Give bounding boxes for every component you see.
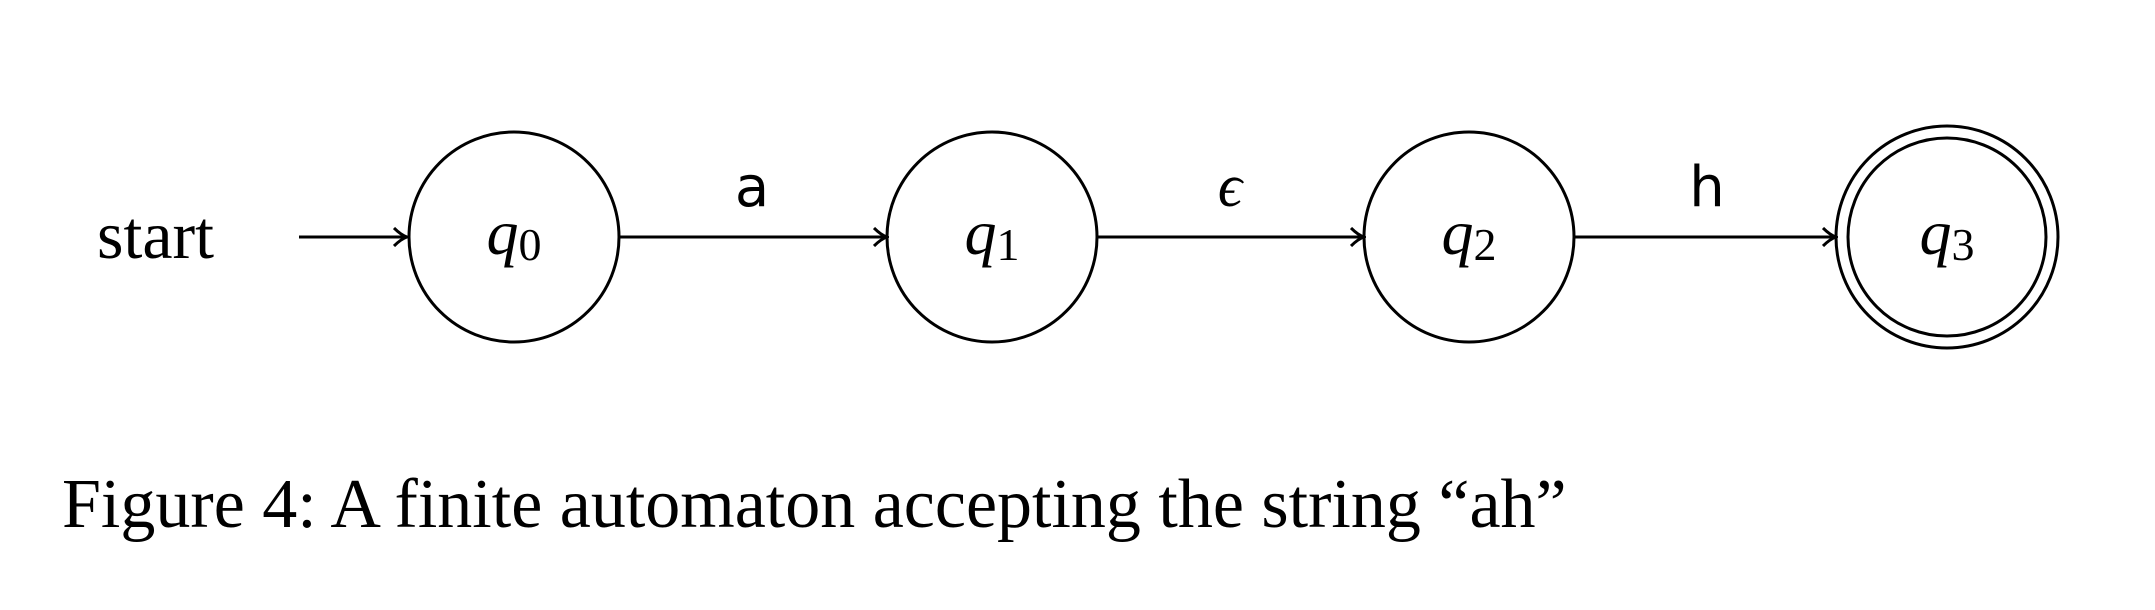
state-label: q2 [1442,197,1497,270]
transition-label: a [735,155,769,220]
transition-label: ϵ [1218,153,1245,219]
state-q3-accepting: q3 [1834,124,2060,350]
state-q1: q1 [885,130,1099,344]
state-q0: q0 [407,130,621,344]
transition-label: h [1689,155,1725,220]
start-label: start [97,197,214,273]
state-label: q3 [1920,197,1975,270]
state-label: q1 [965,197,1020,270]
state-label: q0 [487,197,542,270]
transition-q2-q3: h [1574,155,1836,237]
figure-caption: Figure 4: A finite automaton accepting t… [62,466,1567,543]
transition-q1-q2: ϵ [1097,153,1364,237]
state-inner-circle [1846,136,2048,338]
state-q2: q2 [1362,130,1576,344]
transition-q0-q1: a [619,155,887,237]
